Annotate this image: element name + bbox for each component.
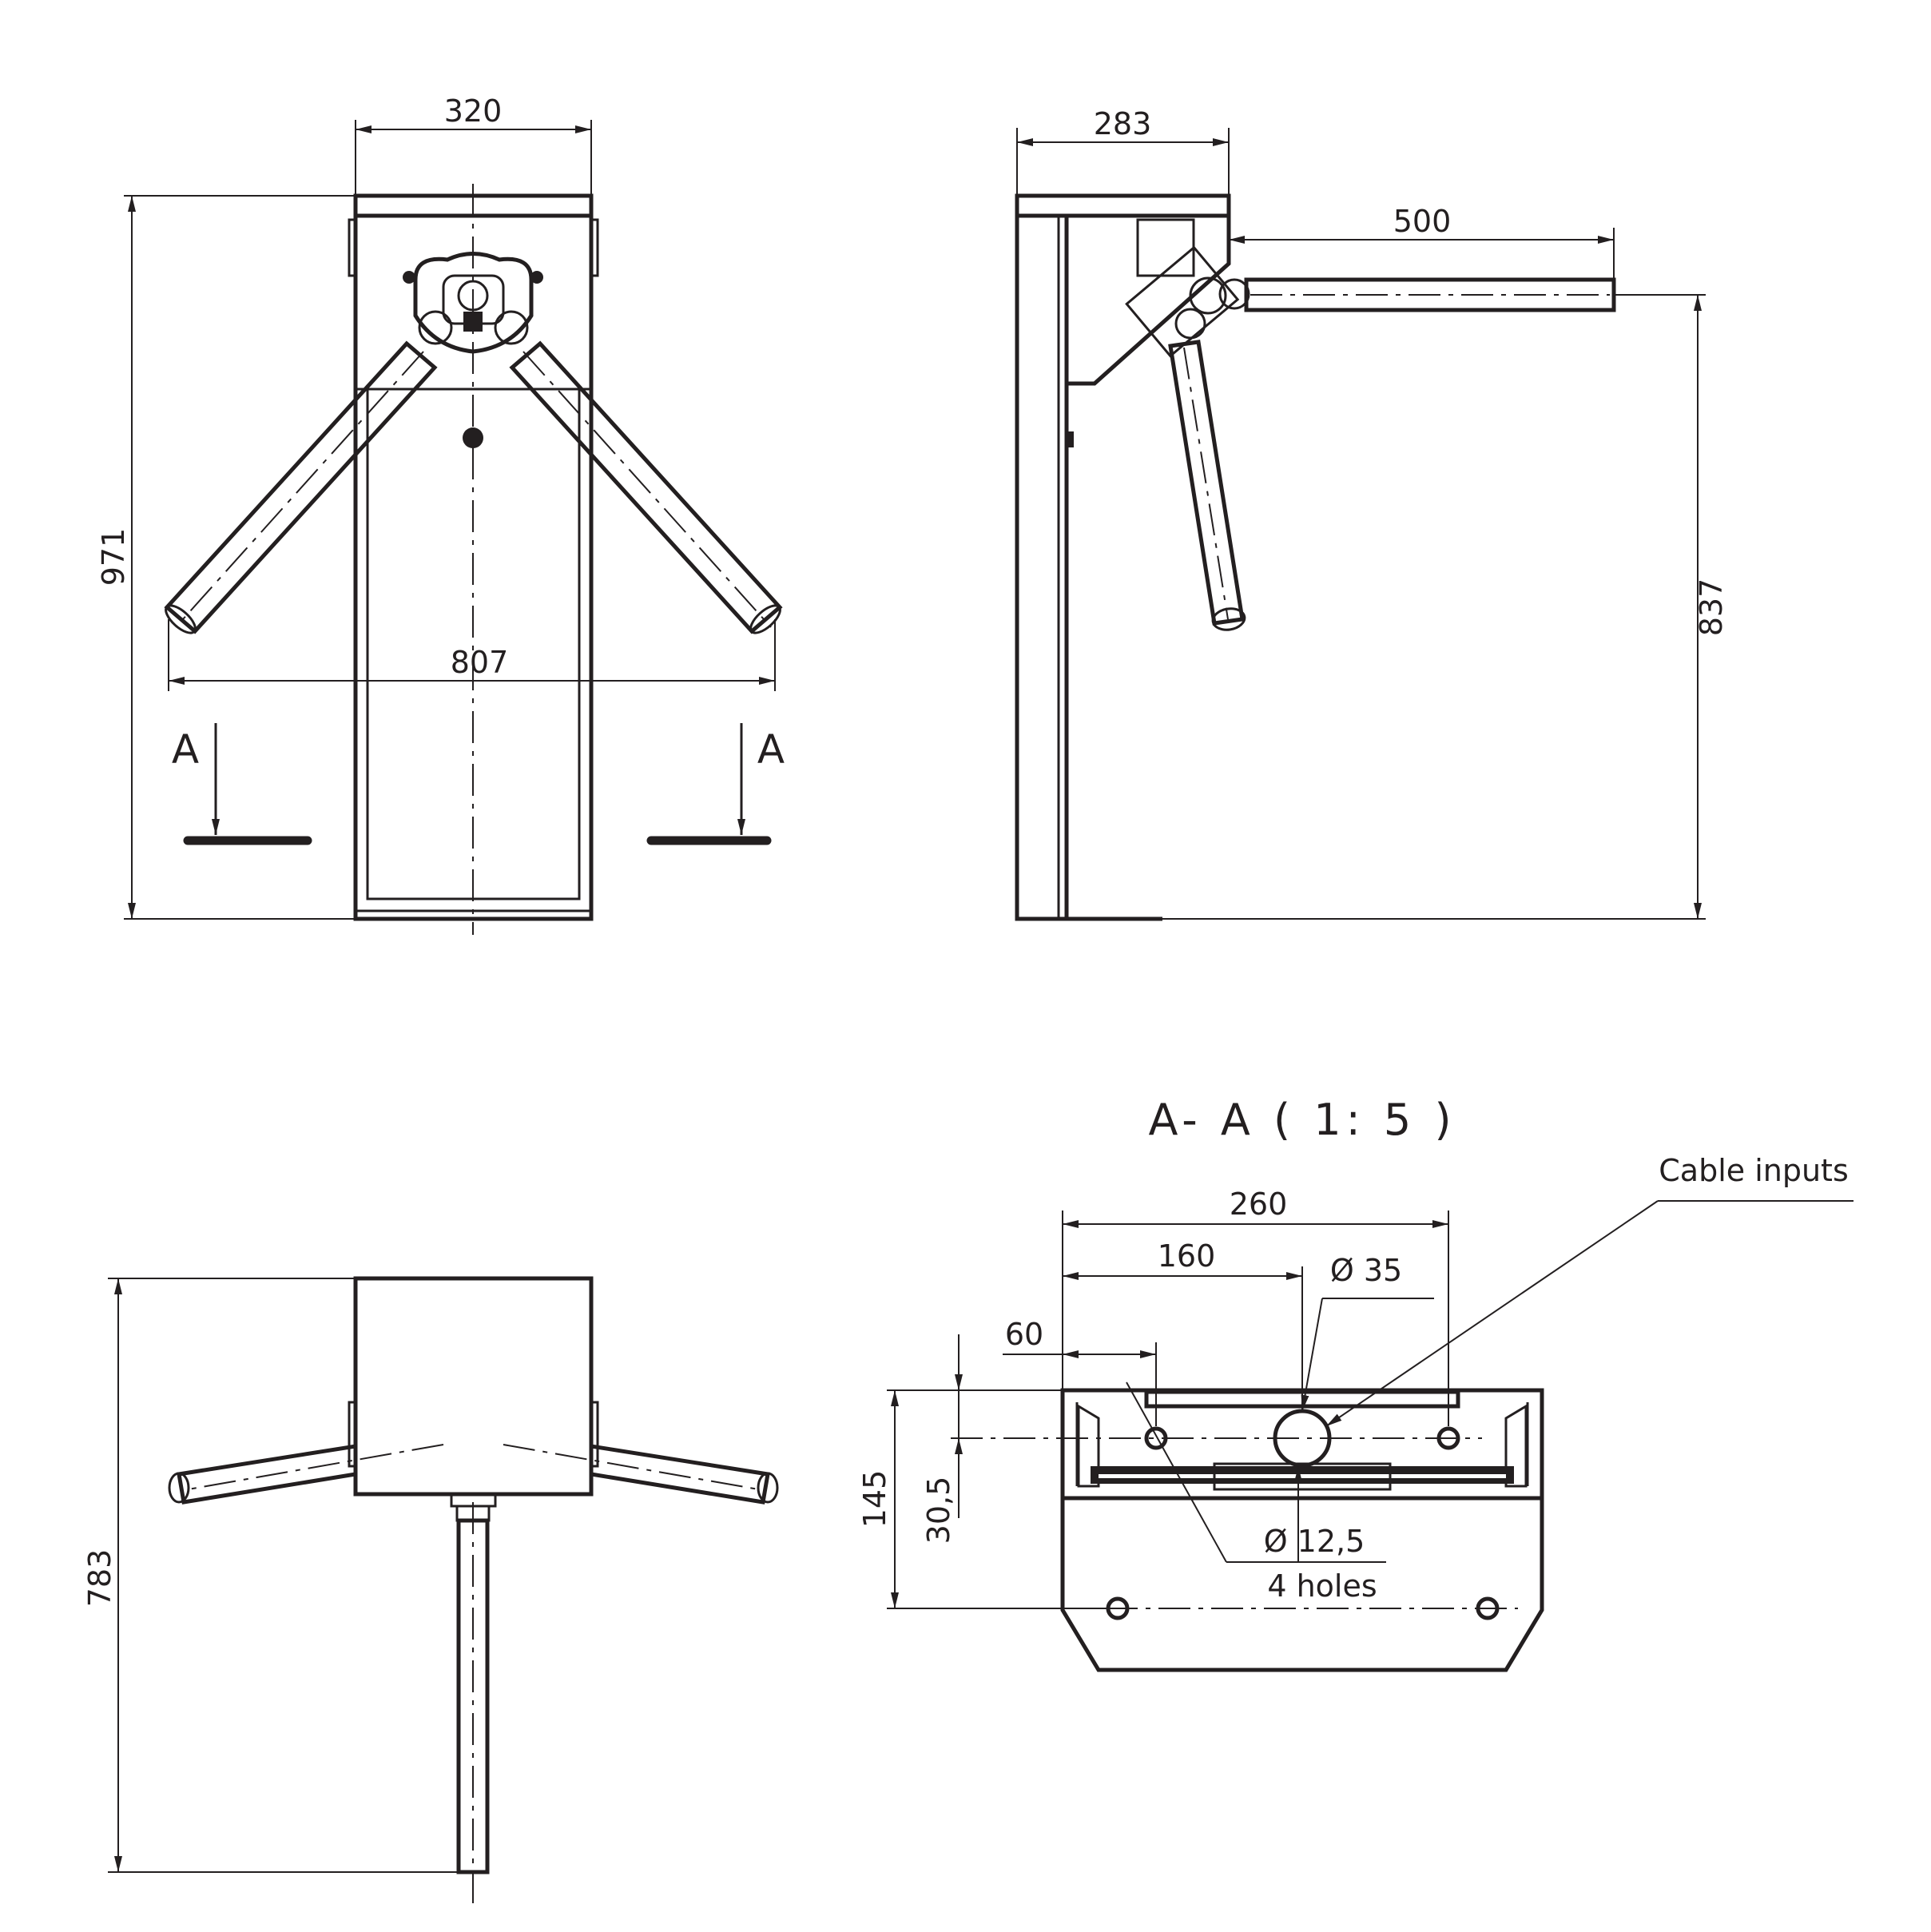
- dim-320: 320: [444, 93, 503, 129]
- side-arm-down: [1168, 340, 1246, 631]
- front-side-tab-left: [348, 218, 357, 277]
- section-marker-right: A: [646, 723, 785, 845]
- arm-left: [164, 340, 438, 634]
- arm-right: [509, 340, 783, 634]
- side-top-cap: [1015, 193, 1231, 218]
- holes-count-label: 4 holes: [1267, 1568, 1377, 1604]
- top-arm-left: [168, 1444, 444, 1505]
- dim-260: 260: [1230, 1187, 1288, 1222]
- dim-971: 971: [96, 528, 131, 586]
- front-side-tab-right: [590, 218, 599, 277]
- side-head: [1064, 213, 1231, 386]
- section-view: A- A ( 1: 5 ) 260 160 60: [857, 1095, 1854, 1672]
- side-view: 283 500 837: [1015, 106, 1729, 921]
- dim-diameter-12-5: Ø 12,5: [1264, 1524, 1365, 1559]
- svg-text:A: A: [172, 726, 199, 773]
- dim-60: 60: [1005, 1317, 1043, 1352]
- dim-500: 500: [1393, 204, 1452, 239]
- side-hub: [1125, 245, 1250, 358]
- dim-807: 807: [451, 645, 509, 680]
- svg-text:A: A: [757, 726, 785, 773]
- cable-inputs-label: Cable inputs: [1659, 1153, 1849, 1188]
- dim-160: 160: [1158, 1238, 1216, 1274]
- dim-30-5: 30,5: [921, 1477, 956, 1544]
- dim-837: 837: [1694, 578, 1729, 637]
- top-arm-right: [503, 1444, 779, 1505]
- top-view: 783: [82, 1276, 779, 1910]
- side-reader: [1136, 218, 1195, 277]
- dim-283: 283: [1094, 106, 1152, 141]
- dim-783: 783: [82, 1549, 117, 1608]
- dim-145: 145: [857, 1470, 892, 1529]
- top-body: [353, 1276, 594, 1497]
- section-title: A- A ( 1: 5 ): [1148, 1095, 1456, 1145]
- dim-diameter-35: Ø 35: [1330, 1253, 1402, 1288]
- front-view: 320 971 807 A A: [96, 93, 785, 935]
- section-marker-left: A: [172, 723, 312, 845]
